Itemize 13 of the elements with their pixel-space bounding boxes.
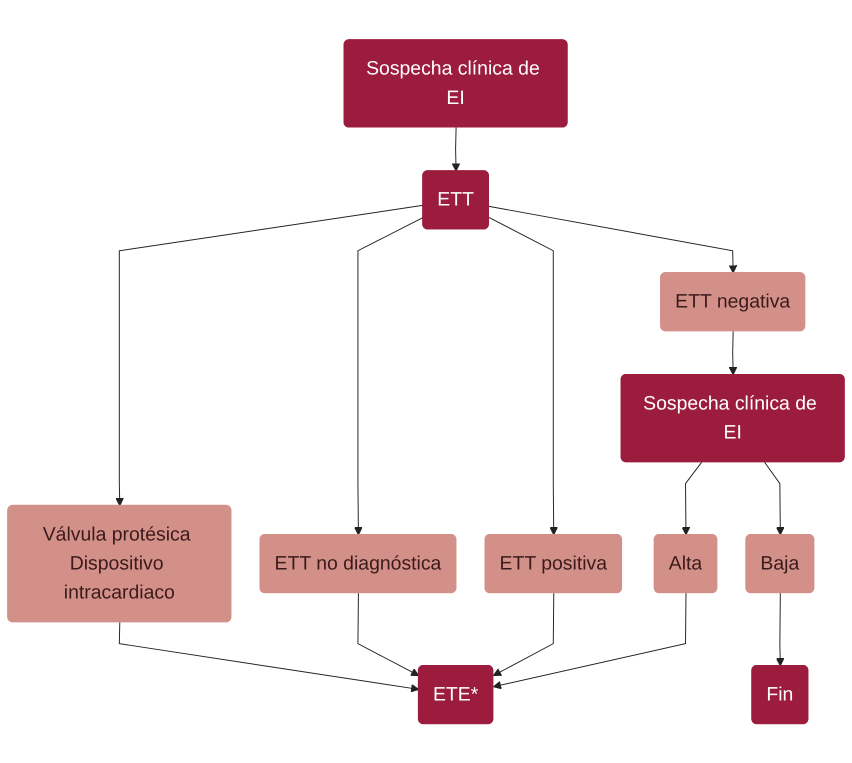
arrow (728, 330, 738, 376)
arrow (488, 206, 738, 274)
arrow (357, 592, 420, 676)
arrow (118, 622, 420, 692)
arrow (452, 126, 460, 172)
arrow (776, 592, 784, 666)
arrow (488, 216, 558, 536)
arrow (492, 592, 686, 690)
arrow (492, 592, 554, 676)
arrow (764, 462, 785, 536)
arrow (115, 204, 424, 506)
arrow (682, 462, 702, 536)
arrow (354, 216, 424, 536)
